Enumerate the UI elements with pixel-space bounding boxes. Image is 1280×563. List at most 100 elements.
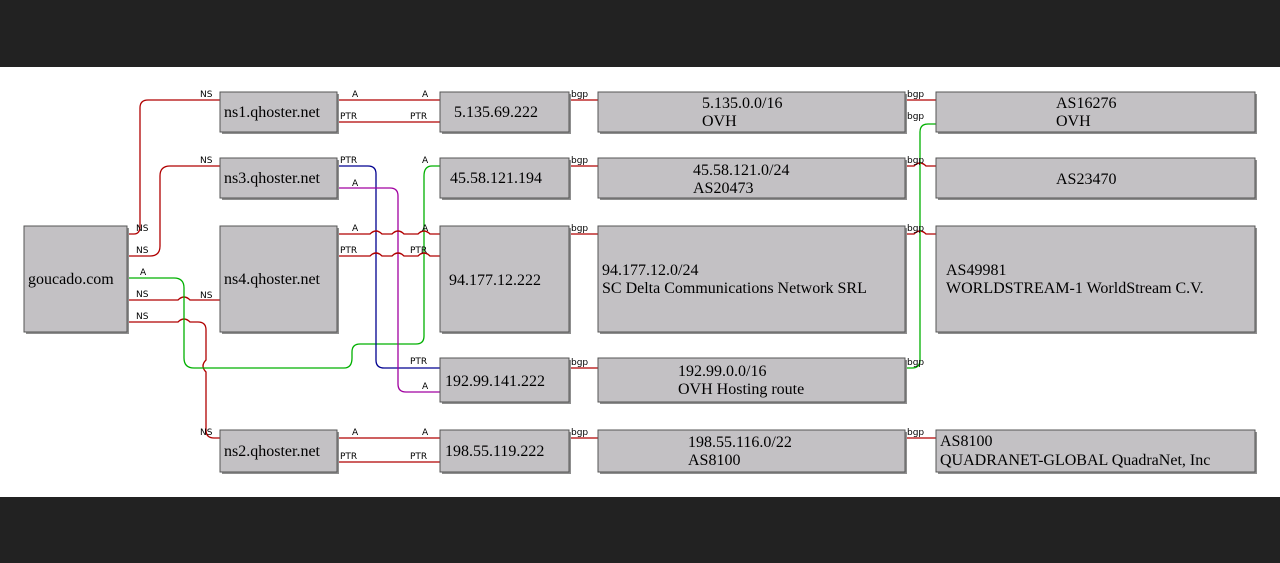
- nameserver-label: ns1.qhoster.net: [224, 104, 321, 121]
- route-name: OVH: [702, 113, 737, 130]
- edge-label-bgp: bgp: [571, 156, 588, 166]
- ip-label: 45.58.121.194: [450, 170, 542, 187]
- ip-node-3[interactable]: 94.177.12.222: [439, 225, 571, 334]
- route-name: OVH Hosting route: [678, 381, 804, 398]
- as-number: AS8100: [940, 433, 992, 450]
- edge-label-ns: NS: [136, 312, 149, 322]
- as-number: AS49981: [946, 262, 1006, 279]
- as-name: QUADRANET-GLOBAL QuadraNet, Inc: [940, 452, 1210, 469]
- node-box: [935, 225, 1256, 333]
- route-node-3[interactable]: 94.177.12.0/24 SC Delta Communications N…: [597, 225, 907, 334]
- route-node-5[interactable]: 198.55.116.0/22 AS8100: [597, 429, 907, 474]
- route-name: AS20473: [693, 180, 753, 197]
- nameserver-label: ns3.qhoster.net: [224, 170, 321, 187]
- node-box: [935, 91, 1256, 133]
- node-box: [219, 91, 338, 133]
- node-box: [439, 225, 570, 333]
- edge-label-bgp: bgp: [571, 358, 588, 368]
- edge-label-ptr: PTR: [340, 156, 357, 166]
- ip-node-2[interactable]: 45.58.121.194: [439, 157, 571, 200]
- as-node-5[interactable]: AS8100 QUADRANET-GLOBAL QuadraNet, Inc: [935, 429, 1257, 474]
- edge-ptr-ns3-ip4: [338, 165, 440, 369]
- ip-label: 192.99.141.222: [445, 373, 545, 390]
- edge-label-ptr: PTR: [340, 452, 357, 462]
- edge-label-bgp: bgp: [571, 428, 588, 438]
- edge-label-bgp: bgp: [571, 90, 588, 100]
- edge-a-ns4-ip3: [338, 230, 440, 235]
- node-box: [597, 357, 906, 403]
- edge-label-a: A: [352, 179, 359, 189]
- route-prefix: 198.55.116.0/22: [688, 434, 792, 451]
- route-node-4[interactable]: 192.99.0.0/16 OVH Hosting route: [597, 357, 907, 404]
- route-node-2[interactable]: 45.58.121.0/24 AS20473: [597, 157, 907, 200]
- edge-bgp-route4-as1: [906, 123, 936, 369]
- edge-label-a: A: [422, 224, 429, 234]
- route-name: AS8100: [688, 452, 740, 469]
- edge-ns-domain-ns1: [128, 99, 220, 235]
- as-node-1[interactable]: AS16276 OVH: [935, 91, 1257, 134]
- route-prefix: 5.135.0.0/16: [702, 95, 782, 112]
- edge-label-ptr: PTR: [410, 112, 427, 122]
- domain-node[interactable]: goucado.com: [23, 225, 129, 334]
- edge-label-ns: NS: [136, 290, 149, 300]
- edge-label-ptr: PTR: [340, 112, 357, 122]
- edge-label-a: A: [352, 428, 359, 438]
- ip-node-4[interactable]: 192.99.141.222: [439, 357, 571, 404]
- edge-label-a: A: [352, 90, 359, 100]
- route-prefix: 192.99.0.0/16: [678, 363, 766, 380]
- route-name: SC Delta Communications Network SRL: [602, 280, 867, 297]
- node-box: [219, 225, 338, 333]
- edge-ns-domain-ns2: [128, 318, 220, 439]
- route-node-1[interactable]: 5.135.0.0/16 OVH: [597, 91, 907, 134]
- nameserver-node-ns2[interactable]: ns2.qhoster.net: [219, 429, 339, 474]
- edge-label-ns: NS: [200, 90, 213, 100]
- nameserver-node-ns4[interactable]: ns4.qhoster.net: [219, 225, 339, 334]
- edge-label-bgp: bgp: [907, 90, 924, 100]
- edges: [128, 99, 936, 463]
- edge-label-ns: NS: [136, 224, 149, 234]
- nameserver-label: ns2.qhoster.net: [224, 443, 321, 460]
- ip-node-1[interactable]: 5.135.69.222: [439, 91, 571, 134]
- edge-label-ptr: PTR: [410, 246, 427, 256]
- edge-label-ptr: PTR: [340, 246, 357, 256]
- edge-a-domain-ip2: [128, 165, 440, 369]
- ip-node-5[interactable]: 198.55.119.222: [439, 429, 571, 474]
- as-name: OVH: [1056, 113, 1091, 130]
- as-number: AS16276: [1056, 95, 1116, 112]
- node-box: [439, 429, 570, 473]
- as-number: AS23470: [1056, 171, 1116, 188]
- edge-label-bgp: bgp: [907, 428, 924, 438]
- route-prefix: 94.177.12.0/24: [602, 262, 698, 279]
- edge-label-ns: NS: [200, 291, 213, 301]
- as-name: WORLDSTREAM-1 WorldStream C.V.: [946, 280, 1204, 297]
- edge-label-a: A: [422, 90, 429, 100]
- ip-label: 94.177.12.222: [449, 272, 541, 289]
- node-box: [597, 429, 906, 473]
- edge-label-bgp: bgp: [571, 224, 588, 234]
- nameserver-node-ns3[interactable]: ns3.qhoster.net: [219, 157, 339, 200]
- edge-label-bgp: bgp: [907, 224, 924, 234]
- node-box: [597, 157, 906, 199]
- edge-label-a: A: [422, 382, 429, 392]
- edge-label-a: A: [140, 268, 147, 278]
- ip-label: 5.135.69.222: [454, 104, 538, 121]
- edge-a-ns3-ip4: [338, 187, 440, 393]
- edge-labels: NS NS NS NS NS NS A NS NS A A PTR PTR PT…: [136, 90, 924, 462]
- node-box: [439, 91, 570, 133]
- edge-label-ns: NS: [200, 428, 213, 438]
- nameserver-node-ns1[interactable]: ns1.qhoster.net: [219, 91, 339, 134]
- nameserver-label: ns4.qhoster.net: [224, 271, 321, 288]
- ip-label: 198.55.119.222: [445, 443, 544, 460]
- edge-label-a: A: [422, 428, 429, 438]
- node-box: [439, 157, 570, 199]
- node-box: [935, 157, 1256, 199]
- node-box: [219, 429, 338, 473]
- nodes: goucado.com ns1.qhoster.net ns3.qhoster.…: [23, 91, 1257, 474]
- as-node-3[interactable]: AS49981 WORLDSTREAM-1 WorldStream C.V.: [935, 225, 1257, 334]
- edge-label-bgp: bgp: [907, 358, 924, 368]
- as-node-2[interactable]: AS23470: [935, 157, 1257, 200]
- edge-label-bgp: bgp: [907, 112, 924, 122]
- node-box: [439, 357, 570, 403]
- edge-label-ns: NS: [136, 246, 149, 256]
